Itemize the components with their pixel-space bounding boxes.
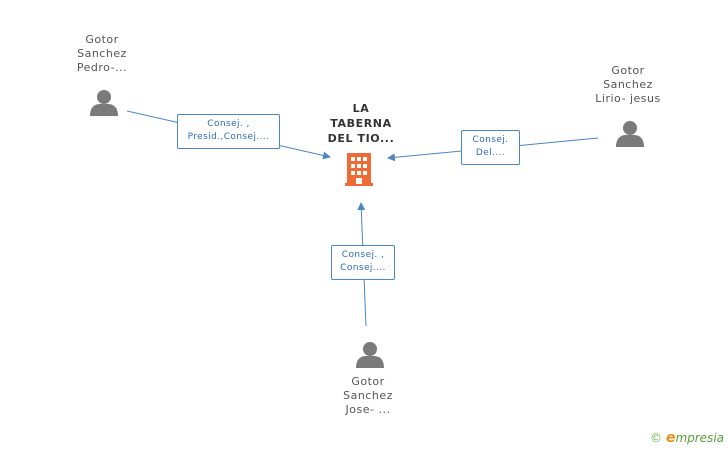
relation-label-lirio[interactable]: Consej. Del.... xyxy=(461,130,520,165)
building-icon[interactable] xyxy=(345,153,373,186)
person-name-lirio[interactable]: Gotor Sanchez Lirio- jesus xyxy=(595,64,661,105)
brand-initial: e xyxy=(665,430,676,446)
empresia-watermark: ©empresia xyxy=(650,430,724,446)
relation-label-pedro[interactable]: Consej. , Presid.,Consej.... xyxy=(177,114,280,149)
relation-label-jose[interactable]: Consej. , Consej.... xyxy=(331,245,395,280)
copyright-symbol: © xyxy=(649,431,662,445)
person-name-pedro[interactable]: Gotor Sanchez Pedro-... xyxy=(76,33,128,74)
person-icon-jose[interactable] xyxy=(356,342,384,368)
person-name-jose[interactable]: Gotor Sanchez Jose- ... xyxy=(343,375,393,416)
person-icon-lirio[interactable] xyxy=(616,121,644,147)
brand-name: mpresia xyxy=(675,431,724,445)
person-icon-pedro[interactable] xyxy=(90,90,118,116)
company-name[interactable]: LA TABERNA DEL TIO... xyxy=(327,102,395,145)
